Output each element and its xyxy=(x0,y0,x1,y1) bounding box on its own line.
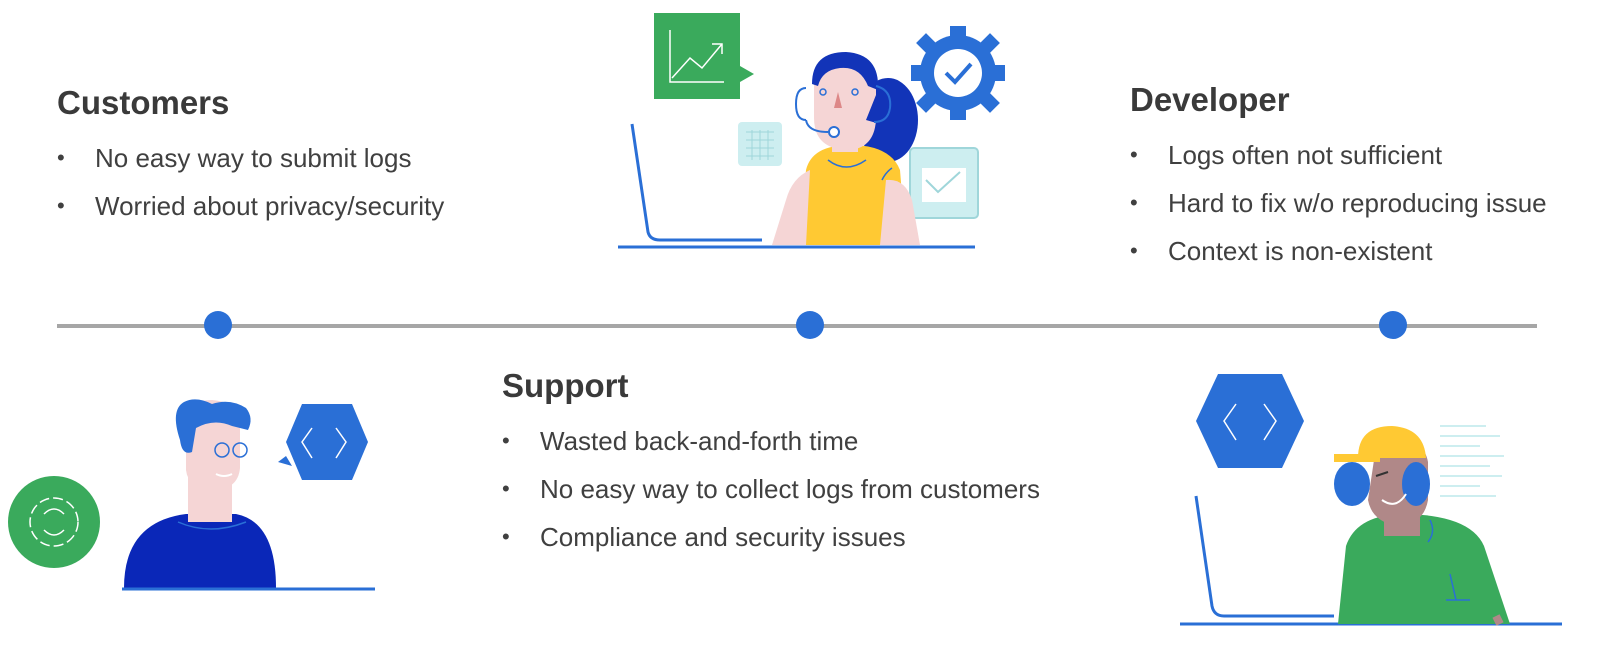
list-item: • Logs often not sufficient xyxy=(1130,131,1547,179)
code-lines-icon xyxy=(1440,425,1504,497)
list-item-text: Hard to fix w/o reproducing issue xyxy=(1168,188,1547,218)
bullet: • xyxy=(1130,190,1138,215)
developer-section: Developer • Logs often not sufficient • Ha… xyxy=(1130,81,1547,275)
support-title: Support xyxy=(502,367,629,404)
refresh-gear-icon xyxy=(8,476,100,568)
list-item: • Compliance and security issues xyxy=(502,513,1040,561)
customers-list: • No easy way to submit logs • Worried abo… xyxy=(57,134,444,230)
developer-list: • Logs often not sufficient • Hard to fix … xyxy=(1130,131,1547,275)
calendar-icon xyxy=(738,122,782,166)
list-item-text: Logs often not sufficient xyxy=(1168,140,1443,170)
list-item-text: Wasted back-and-forth time xyxy=(540,426,859,456)
support-list: • Wasted back-and-forth time • No easy way… xyxy=(502,417,1040,561)
chart-up-icon xyxy=(654,13,754,99)
code-hexagon-icon xyxy=(278,404,368,480)
list-item-text: Compliance and security issues xyxy=(540,522,906,552)
list-item: • Worried about privacy/security xyxy=(57,182,444,230)
list-item-text: No easy way to collect logs from custome… xyxy=(540,474,1040,504)
list-item-text: Context is non-existent xyxy=(1168,236,1433,266)
checklist-icon xyxy=(909,147,979,219)
list-item: • Context is non-existent xyxy=(1130,227,1547,275)
code-hexagon-icon xyxy=(1196,374,1304,468)
bullet: • xyxy=(502,524,510,549)
bullet: • xyxy=(57,145,65,170)
list-item-text: Worried about privacy/security xyxy=(95,191,445,221)
timeline-dot-developer xyxy=(1379,311,1407,339)
customers-title: Customers xyxy=(57,84,230,121)
bullet: • xyxy=(502,476,510,501)
developer-title: Developer xyxy=(1130,81,1290,118)
timeline-dot-customers xyxy=(204,311,232,339)
list-item: • Hard to fix w/o reproducing issue xyxy=(1130,179,1547,227)
support-section: Support • Wasted back-and-forth time • No … xyxy=(502,367,1040,561)
list-item: • No easy way to collect logs from custom… xyxy=(502,465,1040,513)
customers-section: Customers • No easy way to submit logs • W… xyxy=(57,84,444,230)
bullet: • xyxy=(57,193,65,218)
bullet: • xyxy=(1130,142,1138,167)
list-item-text: No easy way to submit logs xyxy=(95,143,412,173)
list-item: • Wasted back-and-forth time xyxy=(502,417,1040,465)
bullet: • xyxy=(1130,238,1138,263)
bullet: • xyxy=(502,428,510,453)
list-item: • No easy way to submit logs xyxy=(57,134,444,182)
timeline-dot-support xyxy=(796,311,824,339)
